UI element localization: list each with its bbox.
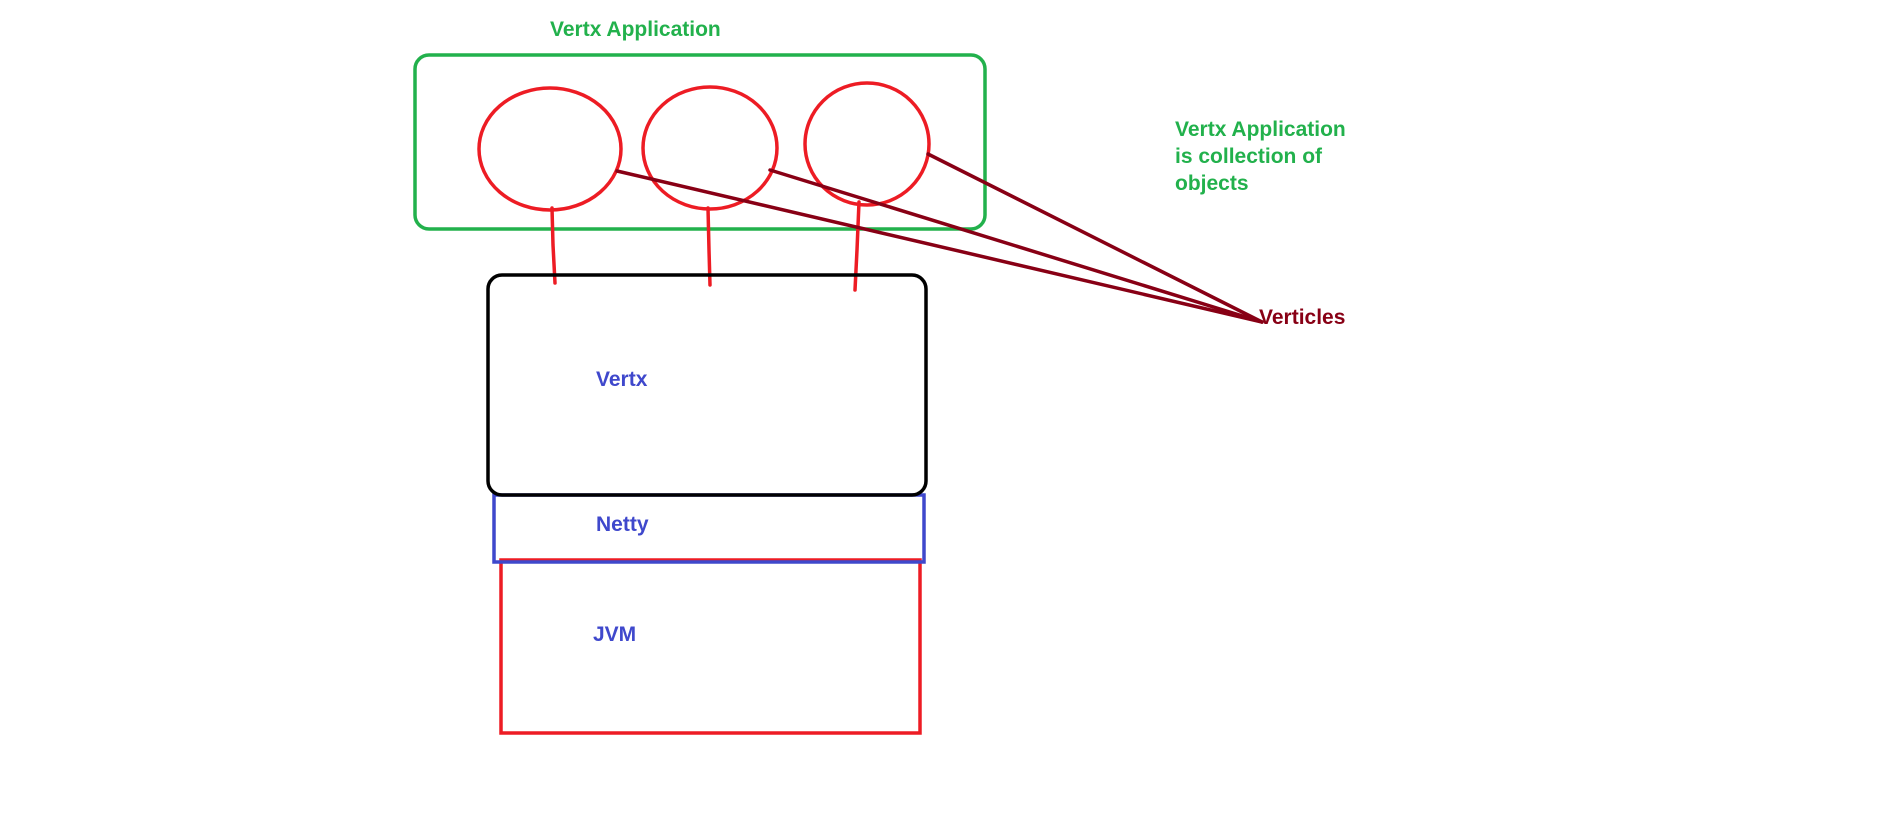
vertx-layer-label: Vertx (596, 368, 648, 391)
verticle-circle-2 (641, 85, 779, 211)
vertx-box (486, 273, 928, 497)
netty-layer-label: Netty (596, 513, 649, 536)
jvm-box (499, 558, 922, 735)
verticles-pointer-3 (926, 152, 1264, 324)
verticle-connector-3 (853, 200, 861, 292)
verticle-circle-3 (803, 81, 931, 207)
jvm-layer-label: JVM (593, 623, 637, 646)
netty-box (492, 493, 926, 564)
verticles-label: Verticles (1259, 306, 1346, 329)
verticles-pointer-1 (615, 169, 1264, 324)
vertx-application-title: Vertx Application (550, 18, 721, 41)
verticle-connector-1 (550, 206, 557, 285)
vertx-application-description: Vertx Application is collection of objec… (1175, 118, 1346, 195)
verticle-circle-1 (477, 86, 623, 212)
vertx-application-box (413, 53, 987, 231)
verticles-pointer-2 (768, 168, 1264, 324)
